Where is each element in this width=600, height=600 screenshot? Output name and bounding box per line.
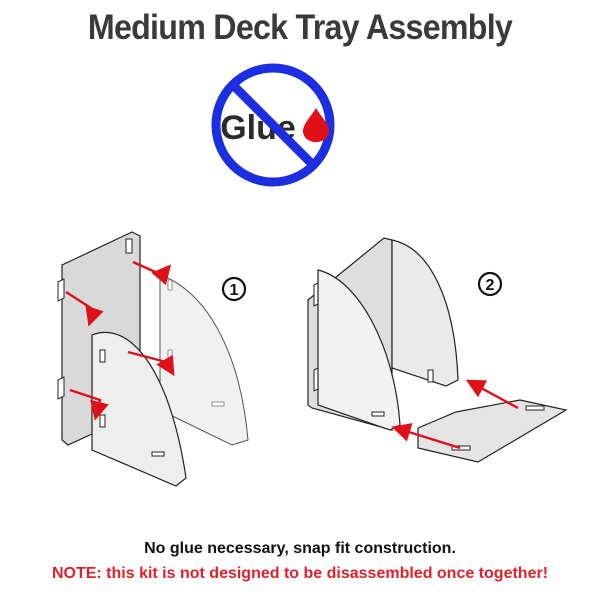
step-1-number: 1 <box>230 282 239 299</box>
page-title: Medium Deck Tray Assembly <box>87 8 513 47</box>
blood-drop-icon <box>303 108 329 142</box>
step-2-number: 2 <box>486 277 495 294</box>
step-1-badge: 1 <box>221 276 247 302</box>
step-2-illustration <box>307 237 568 463</box>
step-2-badge: 2 <box>477 271 503 297</box>
snap-fit-note: No glue necessary, snap fit construction… <box>144 540 456 557</box>
disassembly-warning: NOTE: this kit is not designed to be dis… <box>51 565 549 582</box>
step-1-illustration <box>57 231 249 487</box>
no-glue-icon: Glue <box>211 63 335 187</box>
